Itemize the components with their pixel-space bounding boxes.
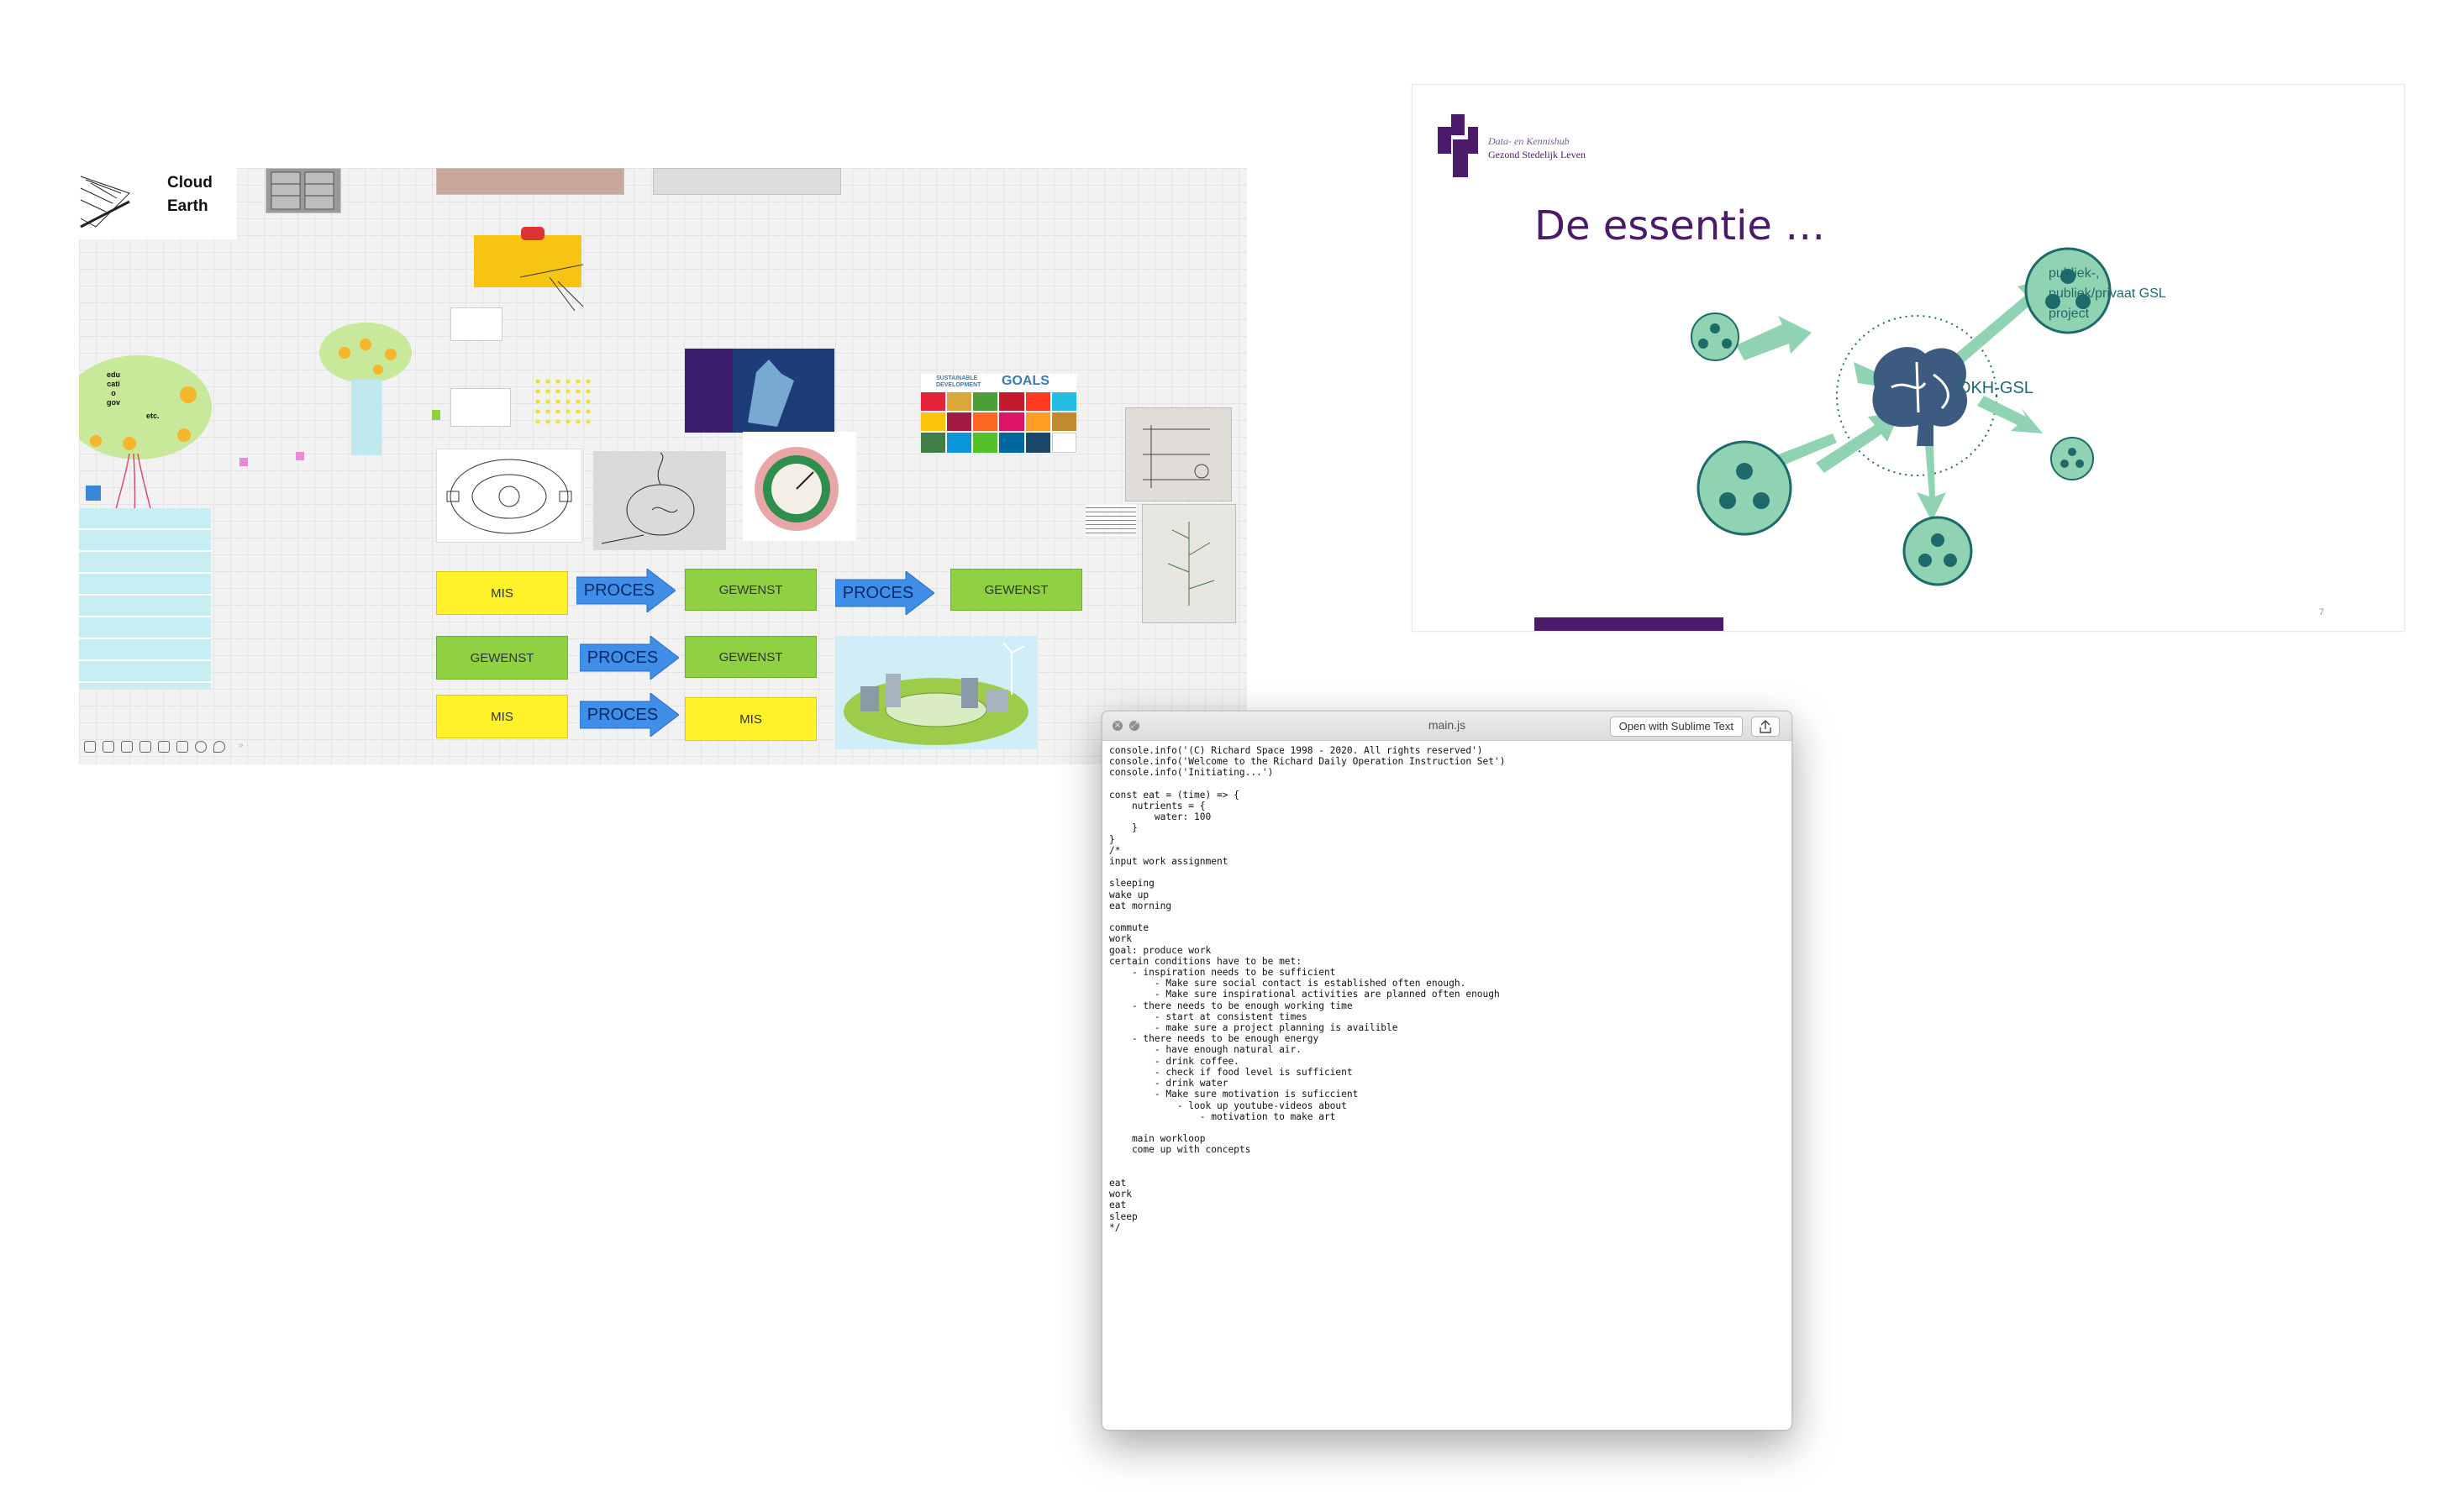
grid-plane-icon: [80, 176, 130, 228]
sketch-2: [1167, 522, 1215, 606]
fullscreen-icon[interactable]: ⤢: [1129, 721, 1139, 731]
arrow-shape: [576, 567, 676, 614]
proces-label: PROCES: [587, 705, 659, 724]
sdg-grid: [921, 392, 1076, 453]
edit-icon[interactable]: [139, 741, 151, 753]
open-with-sublime-button[interactable]: Open with Sublime Text: [1609, 717, 1743, 737]
barrels-image: [271, 171, 334, 210]
quick-look-window[interactable]: × ⤢ main.js Open with Sublime Text conso…: [1102, 711, 1792, 1431]
arrow-shape: [579, 691, 680, 738]
sticky-gewenst-1[interactable]: GEWENST: [685, 569, 817, 611]
proces-arrow-4[interactable]: PROCES: [579, 691, 680, 738]
proces-label: PROCES: [842, 583, 914, 602]
city-image: [844, 642, 1028, 745]
video-icon[interactable]: [176, 741, 188, 753]
sticky-mis-2[interactable]: MIS: [436, 695, 568, 738]
network-diagram: [1691, 247, 2112, 586]
dkh-logo-mark: [1438, 114, 1478, 177]
tree-illustration: [79, 355, 212, 588]
proces-arrow-1[interactable]: PROCES: [576, 567, 676, 614]
blue-note[interactable]: [86, 486, 101, 501]
share-icon: [1760, 720, 1771, 733]
pen-icon[interactable]: [213, 741, 225, 753]
slide-title: De essentie …: [1534, 202, 1826, 249]
grid-icon[interactable]: [121, 741, 133, 753]
tree-text: edu cati o gov: [106, 370, 120, 407]
proces-label: PROCES: [587, 648, 659, 667]
sdg-card[interactable]: SUSTAINABLE DEVELOPMENT GOALS: [921, 374, 1076, 454]
chat-icon[interactable]: [103, 741, 114, 753]
close-icon[interactable]: ×: [1113, 721, 1123, 731]
cycle-diagram-card[interactable]: [436, 449, 582, 543]
tree-etc: etc.: [146, 412, 160, 420]
photo-box[interactable]: [436, 168, 624, 195]
window-title: main.js: [1428, 718, 1466, 732]
small-note-green[interactable]: [432, 410, 440, 420]
sketch-photo-2[interactable]: [1142, 504, 1236, 623]
proces-label: PROCES: [583, 580, 655, 600]
photo-barrels[interactable]: [266, 168, 341, 213]
rake-sketch: [519, 264, 584, 312]
car-drawing: [521, 227, 544, 240]
sticky-gewenst-3[interactable]: GEWENST: [436, 636, 568, 680]
slide-page-number: 7: [2318, 607, 2324, 617]
cycle-diagram: [446, 459, 572, 534]
small-note-pink[interactable]: [239, 458, 248, 466]
small-sketch-1[interactable]: [450, 388, 511, 427]
small-note-pink-2[interactable]: [296, 452, 304, 460]
yellow-dots-cluster[interactable]: [533, 376, 592, 427]
whiteboard-canvas[interactable]: Cloud Earth edu cati o gov etc.: [79, 168, 1247, 764]
light-blue-table[interactable]: [79, 508, 211, 689]
proces-arrow-2[interactable]: PROCES: [834, 570, 935, 617]
arrow-shape: [579, 634, 680, 681]
sticky-gewenst-2[interactable]: GEWENST: [950, 569, 1082, 611]
sketch-1: [1143, 425, 1210, 488]
iceberg-slide[interactable]: [685, 349, 834, 433]
code-content[interactable]: console.info('(C) Richard Space 1998 - 2…: [1109, 745, 1506, 1233]
sticky-mis-3[interactable]: MIS: [685, 697, 817, 741]
text-block-small[interactable]: [1086, 504, 1136, 536]
gauge-image: [755, 447, 839, 531]
brain-icon: [1872, 347, 1968, 446]
sketch-photo-1[interactable]: [1125, 407, 1232, 501]
comment-icon[interactable]: [84, 741, 96, 753]
window-titlebar[interactable]: × ⤢ main.js Open with Sublime Text: [1102, 711, 1791, 741]
smart-city-illustration[interactable]: [835, 636, 1037, 749]
publiek-label: publiek-, publiek/privaat GSL project: [2049, 266, 2166, 321]
logo-line2: Gezond Stedelijk Leven: [1488, 149, 1586, 160]
gauge-card[interactable]: [743, 432, 856, 541]
iceberg-image: [748, 360, 794, 427]
sticky-gewenst-4[interactable]: GEWENST: [685, 636, 817, 678]
sdg-goals: GOALS: [1002, 374, 1050, 388]
photo-plate[interactable]: [653, 168, 841, 195]
more-icon[interactable]: »: [239, 741, 244, 750]
sticky-mis-1[interactable]: MIS: [436, 571, 568, 615]
proces-arrow-3[interactable]: PROCES: [579, 634, 680, 681]
sdg-title: SUSTAINABLE DEVELOPMENT: [936, 375, 981, 388]
logo-line1: Data- en Kennishub: [1488, 135, 1570, 147]
dkh-gsl-label: DKH-GSL: [1959, 379, 2033, 397]
share-board-icon[interactable]: [158, 741, 170, 753]
arrow-shape: [834, 570, 935, 617]
onion-sketch: [601, 452, 695, 544]
presentation-slide[interactable]: Data- en Kennishub Gezond Stedelijk Leve…: [1412, 84, 2405, 632]
yellow-note-card[interactable]: [474, 235, 581, 287]
timer-icon[interactable]: [195, 741, 207, 753]
slide-footer-bar: [1534, 617, 1723, 631]
cloud-earth-label: Cloud Earth: [167, 174, 213, 215]
cloud-earth-card[interactable]: Cloud Earth: [79, 168, 237, 239]
small-diagram[interactable]: [450, 307, 502, 341]
share-button[interactable]: [1751, 717, 1780, 737]
tree-middle-illustration: [319, 323, 412, 455]
onion-sketch-card[interactable]: [593, 451, 726, 550]
